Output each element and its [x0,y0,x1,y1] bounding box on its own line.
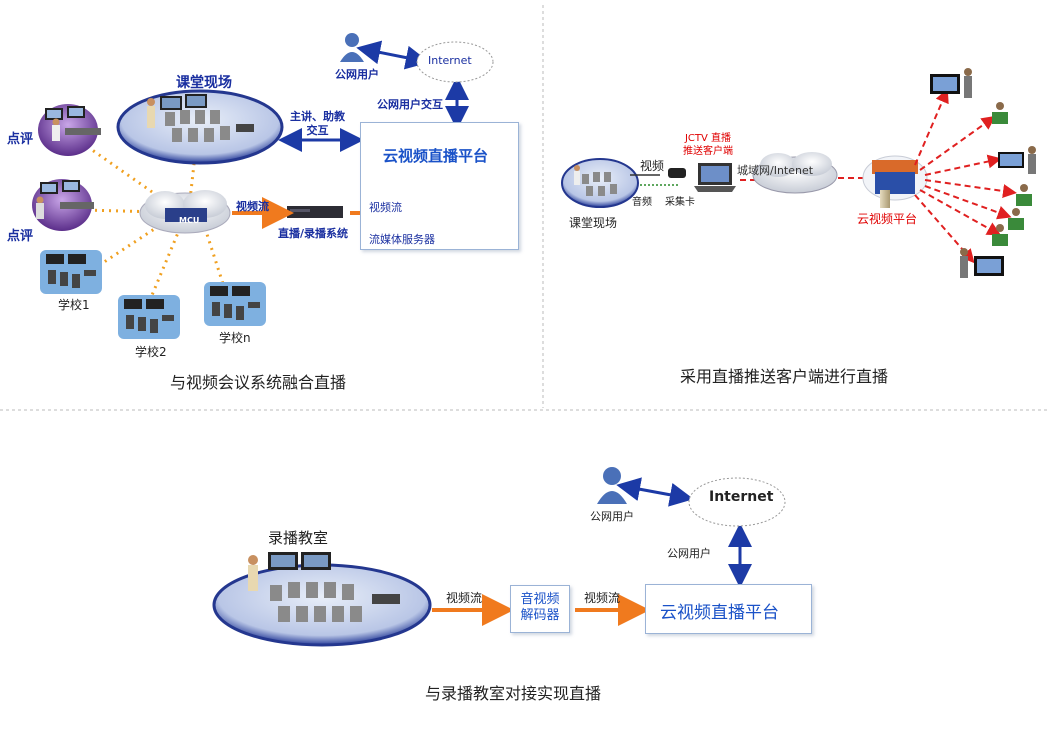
network-label: 城域网/Intenet [737,164,814,177]
public-interaction-label: 公网用户交互 [377,98,443,111]
comment-station-2 [32,179,94,231]
video-stream-label-bottom-2: 视频流 [584,591,621,605]
school-2-icon [118,295,180,339]
mcu-cloud [139,190,231,234]
capture-card-label: 采集卡 [665,197,695,208]
comment-station-1 [38,104,101,156]
recording-classroom-label: 录播教室 [268,529,329,547]
classroom-label-top: 课堂现场 [176,75,232,91]
cloud-platform-box: 云视频直播平台 视频流 流媒体服务器 [360,122,519,250]
live-record-system-label: 直播/录播系统 [278,227,349,240]
platform-title-bottom: 云视频直播平台 [660,603,779,623]
public-user-icon-top [340,33,364,62]
arrow-user-internet-bottom [616,477,694,507]
internet-label-top: Internet [428,54,472,67]
classroom-label-right: 课堂现场 [569,216,618,230]
push-client-label: JCTV 直播 推送客户端 [683,133,733,157]
caption-top-right: 采用直播推送客户端进行直播 [680,367,889,386]
video-stream-label-1: 视频流 [236,200,269,213]
lecture-interaction-label: 主讲、助教 交互 [290,110,345,137]
viewer-devices [930,68,1036,278]
camera-icon [668,168,686,178]
recording-classroom-disk [212,552,432,647]
mcu-label: MCU [179,216,200,225]
internet-cloud-top [416,41,494,83]
video-stream-label-2: 视频流 [369,201,402,214]
classroom-disk-right [561,158,639,208]
school-n-label: 学校n [219,331,251,345]
laptop-icon [694,163,736,192]
public-user-label-top: 公网用户 [335,68,379,81]
video-stream-label-bottom-1: 视频流 [446,591,483,605]
mcu-links [84,143,227,301]
arrow-user-internet [356,40,430,70]
school-2-label: 学校2 [135,345,167,359]
school-n-icon [204,282,266,326]
decoder-box: 音视频 解码器 [510,585,570,633]
platform-box-bottom: 云视频直播平台 [645,584,812,634]
classroom-disk-top [116,89,284,165]
comment-label-1: 点评 [7,132,34,147]
caption-top-left: 与视频会议系统融合直播 [170,373,347,392]
comment-label-2: 点评 [7,229,34,244]
public-user-icon-bottom [597,467,627,504]
decoder-label: 音视频 解码器 [520,592,560,623]
platform-title-top: 云视频直播平台 [383,147,489,165]
metro-network-cloud [752,152,838,194]
school-1-icon [40,250,102,294]
public-user-label-bottom-2: 公网用户 [667,547,711,560]
internet-cloud-bottom [688,477,786,527]
internet-label-bottom: Internet [709,489,774,505]
streaming-server-label: 流媒体服务器 [369,233,435,246]
public-user-label-bottom-1: 公网用户 [590,510,634,523]
school-1-label: 学校1 [58,298,90,312]
video-label: 视频 [640,159,665,173]
cloud-platform-servers [862,155,928,208]
audio-label: 音频 [632,197,652,208]
distribution-links [914,88,1017,264]
caption-bottom: 与录播教室对接实现直播 [425,684,602,703]
cloud-platform-label: 云视频平台 [857,212,918,226]
